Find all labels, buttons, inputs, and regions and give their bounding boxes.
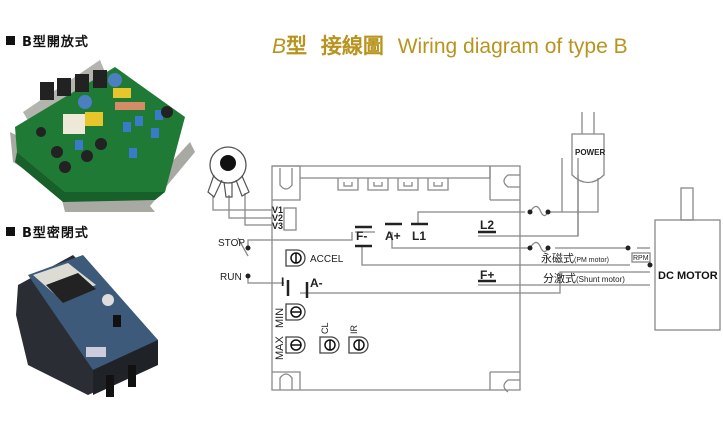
terminal-i: I: [281, 275, 284, 289]
accel-label: ACCEL: [310, 254, 344, 265]
shunt-motor-en: (Shunt motor): [576, 275, 625, 284]
title-english: Wiring diagram of type B: [397, 35, 628, 58]
open-type-caption: B型開放式: [6, 31, 89, 50]
bullet-square-icon: [6, 227, 15, 236]
power-label: POWER: [575, 148, 605, 157]
run-label: RUN: [220, 272, 242, 283]
terminal-a-minus: A-: [310, 276, 323, 290]
v1-label: V1: [272, 205, 283, 215]
terminal-f-plus: F+: [480, 268, 494, 282]
title-chinese: 接線圖: [320, 35, 384, 58]
terminal-f-minus: F-: [356, 229, 367, 243]
svg-text:永磁式(PM motor): 永磁式(PM motor): [541, 251, 609, 265]
title-type-suffix: 型: [286, 35, 308, 58]
potentiometer-icon: [207, 146, 250, 198]
v3-label: V3: [272, 221, 283, 231]
open-type-pcb-board-photo: [10, 60, 195, 212]
ir-label: IR: [349, 324, 359, 334]
rpm-label: RPM: [633, 255, 649, 262]
v2-label: V2: [272, 213, 283, 223]
bullet-square-icon: [6, 36, 15, 45]
caption-text: B型開放式: [22, 35, 89, 50]
dc-motor-label: DC MOTOR: [658, 270, 718, 282]
terminal-l1: L1: [412, 229, 426, 243]
enclosed-type-caption: B型密閉式: [6, 222, 89, 241]
enclosed-type-controller-box-photo: [16, 255, 158, 397]
caption-text: B型密閉式: [22, 226, 89, 241]
min-label: MIN: [274, 308, 286, 328]
svg-text:分激式(Shunt motor): 分激式(Shunt motor): [543, 271, 625, 285]
cl-label: CL: [320, 322, 330, 334]
terminal-a-plus: A+: [385, 229, 401, 243]
terminal-l2: L2: [480, 218, 494, 232]
pm-motor-cn: 永磁式: [541, 251, 574, 265]
page-title: B型 接線圖 Wiring diagram of type B: [272, 30, 628, 60]
title-type-letter: B: [272, 35, 287, 58]
pm-motor-en: (PM motor): [574, 257, 609, 264]
stop-label: STOP: [218, 238, 245, 249]
shunt-motor-cn: 分激式: [543, 271, 576, 285]
max-label: MAX: [274, 336, 286, 361]
